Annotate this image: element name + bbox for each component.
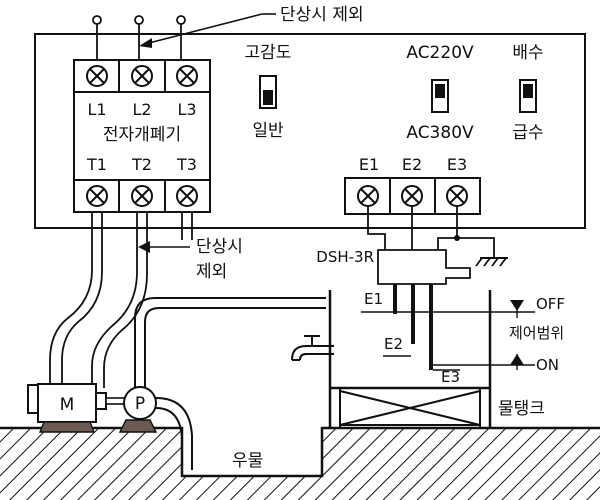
terminal-label-l1: L1 [87, 100, 106, 119]
pump: P [118, 386, 158, 433]
electrode-terminal-label-e1: E1 [359, 155, 379, 174]
terminal-label-t1: T1 [86, 155, 107, 174]
electrode-rods: E1 E2 E3 [361, 284, 460, 386]
electrode-terminal-label-e3: E3 [447, 155, 467, 174]
terminal-label-l2: L2 [132, 100, 151, 119]
earth-junction-dot [454, 235, 460, 241]
electrode-label-e1: E1 [364, 290, 383, 308]
magnetic-contactor: L1 L2 L3 전자개폐기 T1 T2 T3 [73, 59, 211, 213]
voltage-switch[interactable]: AC220V AC380V [406, 43, 474, 143]
phase-loss-callout-mid: 단상시 제외 [138, 237, 243, 282]
water-tank [328, 290, 492, 428]
motor: M [27, 383, 129, 433]
phase-loss-label-top: 단상시 제외 [280, 5, 364, 25]
sensitivity-switch[interactable]: 고감도 일반 [245, 43, 292, 141]
electrode-label-e2: E2 [384, 335, 403, 353]
electrode-rod-e2 [411, 284, 415, 344]
faucet-icon [291, 335, 334, 361]
mode-switch-top-label: 배수 [512, 43, 543, 63]
phase-loss-label-mid-1: 단상시 [196, 237, 243, 257]
level-off-label: OFF [536, 295, 565, 313]
ground-hatch [0, 428, 600, 500]
well-label: 우물 [232, 451, 263, 471]
motor-cables [49, 212, 193, 388]
delivery-pipe [134, 297, 326, 387]
terminal-label-l3: L3 [177, 100, 196, 119]
level-marks: OFF 제어범위 ON [397, 295, 565, 374]
electrode-rod-e1 [393, 284, 397, 314]
control-box [34, 33, 586, 229]
sensitivity-switch-lever[interactable] [263, 90, 273, 105]
terminal-label-t3: T3 [176, 155, 197, 174]
electrode-holder-label: DSH-3R [316, 248, 374, 266]
mode-switch[interactable]: 배수 급수 [512, 43, 543, 143]
electrode-rod-e3 [429, 284, 433, 370]
electrode-holder: DSH-3R [316, 248, 471, 285]
level-on-label: ON [536, 356, 559, 374]
motor-label: M [60, 395, 75, 415]
mode-switch-lever[interactable] [523, 84, 533, 98]
suction-pipe [155, 397, 193, 470]
terminal-label-t2: T2 [131, 155, 152, 174]
electrode-wiring [367, 206, 508, 267]
contactor-top-screws [86, 65, 198, 87]
sensitivity-switch-bottom-label: 일반 [252, 121, 284, 141]
electrode-terminal-label-e2: E2 [402, 155, 422, 174]
level-range-label: 제어범위 [509, 324, 564, 342]
voltage-switch-bottom-label: AC380V [406, 123, 474, 143]
phase-loss-label-mid-2: 제외 [196, 262, 227, 282]
sensitivity-switch-top-label: 고감도 [245, 43, 292, 63]
contactor-name: 전자개폐기 [103, 125, 181, 145]
phase-loss-callout-top: 단상시 제외 [139, 5, 364, 48]
electrode-label-e3: E3 [441, 368, 460, 386]
electrode-terminal-block: E1 E2 E3 [344, 155, 481, 215]
contactor-bottom-screws [86, 185, 198, 207]
pump-label: P [135, 394, 145, 414]
ground [0, 426, 600, 500]
power-input-terminals [92, 15, 186, 62]
mode-switch-bottom-label: 급수 [512, 123, 543, 143]
water-tank-label: 물탱크 [498, 399, 545, 419]
voltage-switch-top-label: AC220V [406, 43, 474, 63]
voltage-switch-lever[interactable] [435, 84, 445, 98]
